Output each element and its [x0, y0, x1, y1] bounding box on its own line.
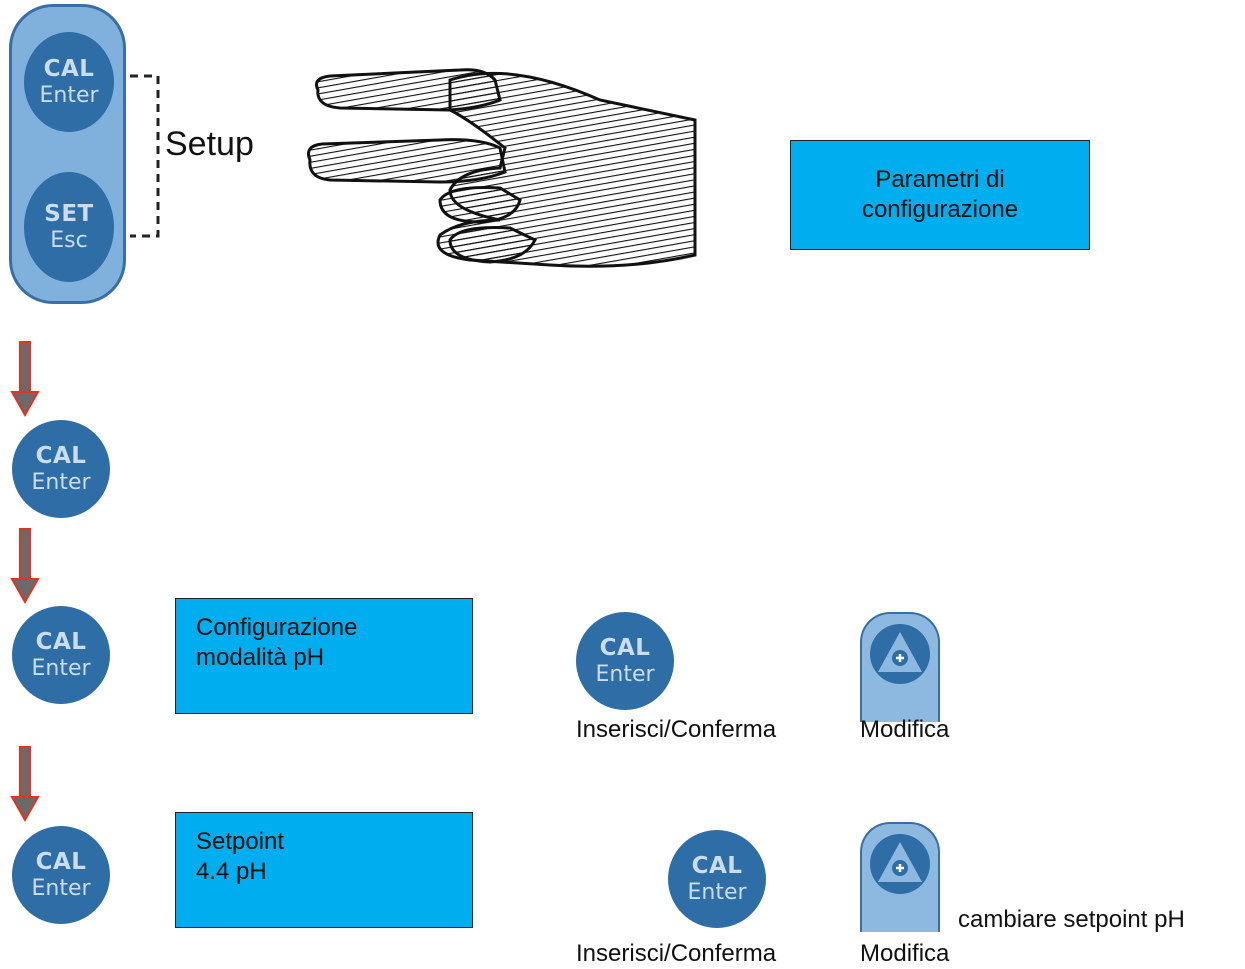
cal-enter-button-step2[interactable]: CAL Enter	[12, 606, 110, 704]
set-label: SET	[44, 201, 94, 228]
cal-enter-button-setpoint[interactable]: CAL Enter	[668, 830, 766, 928]
cal-label: CAL	[35, 849, 87, 876]
display-setpoint: Setpoint 4.4 pH	[175, 812, 473, 928]
enter-label: Enter	[31, 469, 91, 495]
cal-enter-button-step1[interactable]: CAL Enter	[12, 420, 110, 518]
display-line-2: 4.4 pH	[196, 858, 267, 885]
cal-label: CAL	[43, 56, 95, 83]
enter-label: Enter	[31, 875, 91, 901]
cal-label: CAL	[691, 853, 743, 880]
caption-insert-confirm: Inserisci/Conferma	[576, 716, 777, 743]
plus-triangle-icon	[870, 624, 930, 684]
set-esc-button[interactable]: SET Esc	[24, 172, 114, 282]
display-text: Parametri di configurazione	[861, 166, 1019, 223]
enter-label: Enter	[687, 879, 747, 905]
enter-label: Enter	[595, 661, 655, 687]
arrow-down-2	[10, 528, 40, 605]
up-key-button[interactable]	[860, 612, 940, 722]
caption-modify: Modifica	[860, 716, 950, 743]
hand-illustration	[307, 68, 697, 268]
cal-enter-button[interactable]: CAL Enter	[24, 32, 114, 132]
display-line-1: Setpoint	[196, 828, 285, 855]
display-line-2: modalità pH	[196, 644, 325, 671]
cal-label: CAL	[599, 635, 651, 662]
cal-enter-button-mode[interactable]: CAL Enter	[576, 612, 674, 710]
display-configuration-parameters: Parametri di configurazione	[790, 140, 1090, 250]
setup-label: Setup	[165, 125, 254, 163]
display-ph-mode: Configurazione modalità pH	[175, 598, 473, 714]
up-key-button[interactable]	[860, 822, 940, 932]
enter-label: Enter	[39, 82, 99, 108]
caption-insert-confirm: Inserisci/Conferma	[576, 940, 777, 967]
cal-label: CAL	[35, 629, 87, 656]
display-line-1: Configurazione	[196, 614, 358, 641]
caption-change-setpoint: cambiare setpoint pH	[958, 906, 1185, 933]
caption-modify: Modifica	[860, 940, 950, 967]
setup-bracket	[130, 74, 160, 238]
esc-label: Esc	[50, 227, 88, 253]
arrow-down-3	[10, 746, 40, 823]
plus-triangle-icon	[870, 834, 930, 894]
arrow-down-1	[10, 341, 40, 418]
cal-label: CAL	[35, 443, 87, 470]
enter-label: Enter	[31, 655, 91, 681]
cal-enter-button-step3[interactable]: CAL Enter	[12, 826, 110, 924]
